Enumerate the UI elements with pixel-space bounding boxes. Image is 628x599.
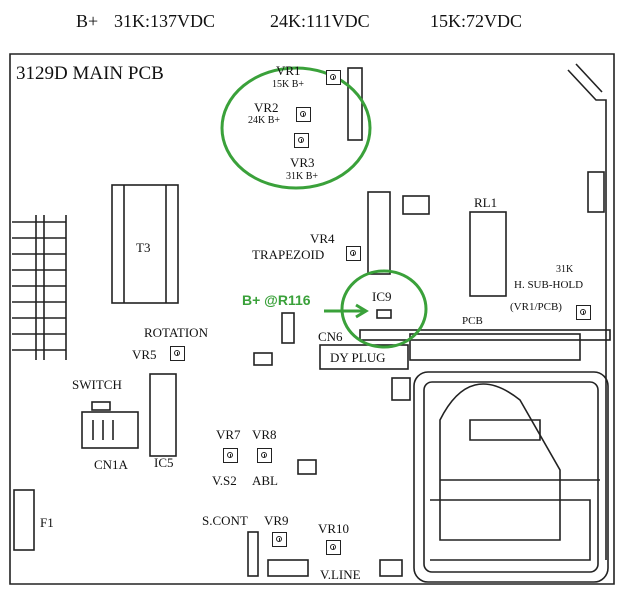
vr9-label: VR9 [264,513,289,528]
vr3-sub: 31K B+ [286,171,319,182]
cn1a-label: CN1A [94,457,128,472]
vr10-label: VR10 [318,521,350,536]
header-24k: 24K:111VDC [270,11,370,31]
vr2-sub: 24K B+ [248,115,281,126]
vr1-label: VR1 [276,63,301,78]
vr3-potentiometer [294,133,309,148]
vr5-label: VR5 [132,347,157,362]
cn6-label: CN6 [318,329,343,344]
vr8-label: VR8 [252,427,277,442]
vr5-potentiometer [170,346,185,361]
vline-label: V.LINE [320,567,361,582]
bplus-r116-annotation: B+ @R116 [242,292,311,308]
vr10-potentiometer [326,540,341,555]
dy-plug-label: DY PLUG [330,350,386,365]
ic5-chip [149,373,177,457]
dy-plug-box [319,344,409,370]
f1-label: F1 [40,515,54,530]
abl-label: ABL [252,473,278,488]
ic9-label: IC9 [372,289,392,304]
rl1-relay [469,211,507,297]
vr7-label: VR7 [216,427,241,442]
rotation-label: ROTATION [144,325,208,340]
vr7-potentiometer [223,448,238,463]
f1-fuse [13,489,35,551]
hsub-31k: 31K [556,264,574,275]
vr1-sub: 15K B+ [272,79,305,90]
vr4-potentiometer [346,246,361,261]
hsub-label: H. SUB-HOLD [514,279,584,291]
vr8-potentiometer [257,448,272,463]
vr3-label: VR3 [290,155,315,170]
switch-label: SWITCH [72,377,122,392]
hsub-potentiometer [576,305,591,320]
t3-transformer [111,184,179,304]
header-bplus: B+ [76,11,99,31]
t3-label: T3 [136,240,151,255]
vr1-potentiometer [326,70,341,85]
header-31k: 31K:137VDC [114,11,216,31]
rl1-label: RL1 [474,195,498,210]
pcb-label: PCB [462,315,483,327]
vr4-label: VR4 [310,231,335,246]
hsub-ref: (VR1/PCB) [510,301,562,313]
ic5-label: IC5 [154,455,174,470]
scont-label: S.CONT [202,513,248,528]
yoke-area [413,371,609,583]
vr-adjust-circle [220,66,372,190]
trapezoid-label: TRAPEZOID [252,247,325,262]
vs2-label: V.S2 [212,473,237,488]
heatsink [12,215,67,360]
vr9-potentiometer [272,532,287,547]
header-15k: 15K:72VDC [430,11,523,31]
vr2-potentiometer [296,107,311,122]
board-title: 3129D MAIN PCB [16,63,164,84]
ic9-circle [340,269,428,349]
board-outline [9,53,615,585]
vr2-label: VR2 [254,100,279,115]
